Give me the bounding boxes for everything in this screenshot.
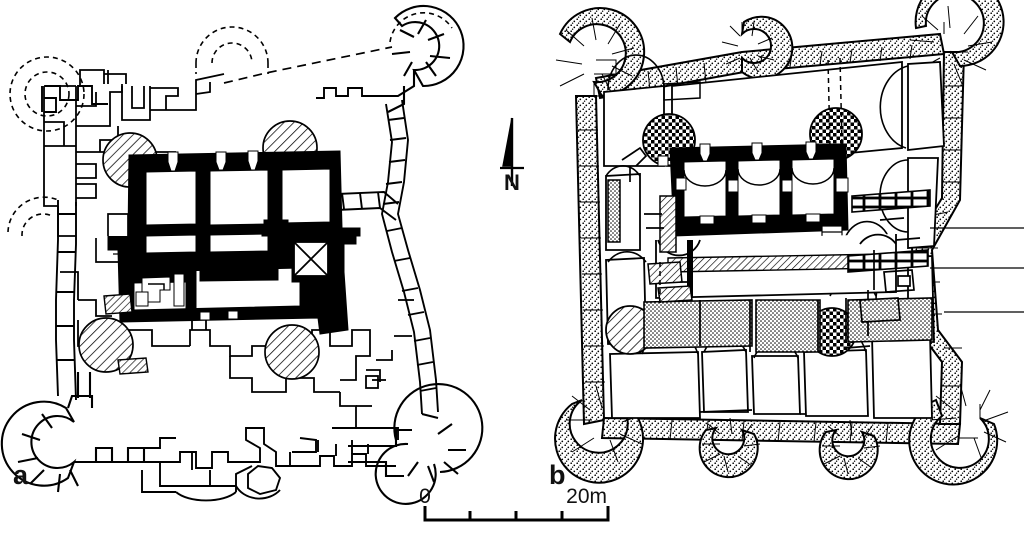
plan-b-interior-details — [621, 146, 921, 415]
plan-b-curtain-west — [574, 95, 606, 426]
plan-a-dashed-curtain-north — [223, 46, 393, 84]
scale-start-label: 0 — [419, 485, 431, 508]
plan-a-hall-annex — [95, 213, 130, 263]
plan-b-coursed-wall-e — [847, 249, 929, 273]
plan-a-dashed-tower-ne — [389, 11, 453, 43]
plan-label-b: b — [549, 460, 566, 490]
plan-a-curtain-south — [96, 427, 399, 502]
plan-a-tower-se — [348, 382, 484, 505]
plan-b-turret-s-mural-2 — [818, 419, 881, 481]
plan-b-coursed-wall-top — [663, 81, 701, 101]
plan-b-turret-ne — [909, 0, 1005, 85]
plan-a-hall-block-poche — [107, 150, 361, 335]
plan-a-dashed-tower-n — [195, 26, 269, 74]
plan-label-a: a — [13, 460, 29, 490]
plan-b-turret-se — [908, 383, 1009, 486]
plan-a-tower-ne — [372, 4, 465, 113]
plan-b-curtain-south — [600, 416, 962, 446]
plan-a-dashed-tower-sw — [7, 196, 59, 237]
plan-b-turret-s-mural-1 — [698, 417, 761, 479]
plan-b-group — [554, 0, 1024, 486]
plan-b-section-lines — [930, 227, 1024, 313]
plan-a-hatched-tower-sw — [78, 317, 134, 373]
plan-b-turret-nw — [555, 7, 646, 98]
plan-a-curtain-east — [381, 99, 439, 415]
north-arrow: N — [500, 117, 524, 195]
plan-b-central-range — [655, 233, 897, 299]
plan-b-turret-n-mural — [721, 15, 794, 80]
plan-b-dashed-partition — [659, 57, 843, 304]
plan-a-hatched-tower-se — [264, 324, 320, 380]
plan-a-hall-east-stub — [261, 219, 357, 245]
plan-b-stipple-phase-w — [643, 299, 753, 349]
scale-end-label: 20m — [566, 485, 607, 508]
north-arrow-label: N — [504, 170, 520, 195]
plan-b-stipple-phase-nw — [607, 179, 621, 243]
plan-b-coursed-wall-ne — [851, 189, 931, 213]
plan-a-hatch-strip — [103, 293, 149, 375]
plan-b-hall-block-poche — [657, 141, 849, 263]
plan-a-dashed-tower-nw — [9, 56, 85, 132]
plan-a-group — [0, 4, 484, 505]
plan-a-wall-stub-ne — [316, 87, 372, 99]
plan-a-vault-bay — [293, 241, 329, 277]
scale-bar: 0 20m — [419, 485, 610, 522]
plan-b-hatch-phase-w — [647, 195, 693, 303]
plan-b-stipple-phase-c — [755, 299, 821, 353]
